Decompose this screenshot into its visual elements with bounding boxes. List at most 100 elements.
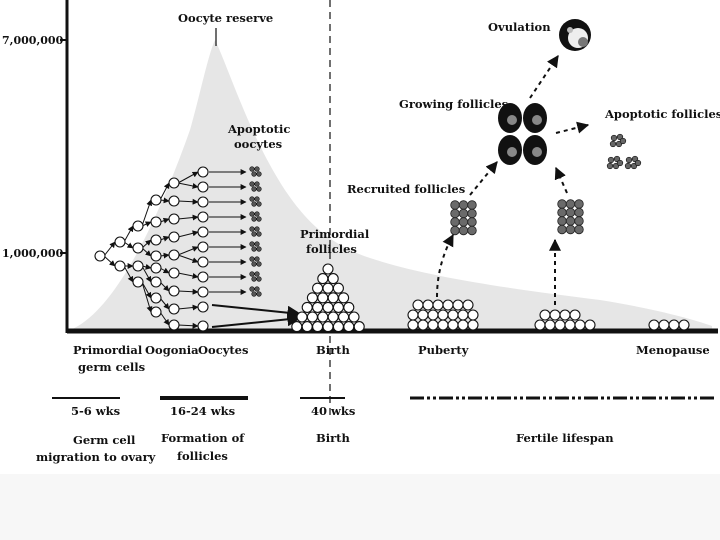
recruited-follicle <box>557 216 567 226</box>
follicle <box>467 319 479 331</box>
germ-cell <box>197 226 209 238</box>
tree-link <box>177 288 199 295</box>
follicle <box>569 309 581 321</box>
event-germ-cell-migration-1: Germ cell <box>73 433 136 447</box>
primordial-follicle <box>312 301 324 313</box>
germ-cell <box>150 276 162 288</box>
primordial-follicle <box>327 273 339 285</box>
recruited-follicles-group <box>557 199 584 235</box>
primordial-follicle <box>317 292 329 304</box>
recruited-follicle <box>458 200 469 210</box>
germ-cell <box>168 285 180 297</box>
follicle <box>584 319 596 331</box>
tree-link <box>177 304 199 311</box>
follicle <box>539 309 551 321</box>
follicle <box>407 319 419 331</box>
growing-to-ovulation-arrow <box>529 55 559 99</box>
primordial-follicle <box>338 292 350 304</box>
primordial-follicle <box>353 321 365 333</box>
apoptotic-follicles-label: Apoptotic follicles <box>604 107 720 121</box>
germ-cell <box>197 256 209 268</box>
stage-primordial-germ-cells-1: Primordial <box>73 343 143 357</box>
follicle <box>447 319 459 331</box>
germ-cell <box>168 267 180 279</box>
y-tick-1000000: 1,000,000 <box>2 247 64 260</box>
oocyte-to-follicle-arrow-1 <box>211 304 302 320</box>
germ-cell <box>132 220 144 232</box>
follicle <box>564 319 576 331</box>
germ-cell <box>197 181 209 193</box>
germ-cell <box>132 276 144 288</box>
primordial-follicle <box>317 311 329 323</box>
recruited-follicle <box>565 207 576 218</box>
primordial-follicle <box>306 292 318 304</box>
germ-cell <box>150 292 162 304</box>
germ-cell <box>168 319 180 331</box>
timeline-5-6-wks: 5-6 wks <box>71 404 120 418</box>
primordial-follicle <box>322 282 334 294</box>
tree-link <box>177 254 199 264</box>
tree-link <box>141 247 152 257</box>
tree-link <box>141 199 153 227</box>
primordial-follicle <box>332 301 344 313</box>
follicle <box>437 319 449 331</box>
oocyte-reserve-curve <box>70 40 712 330</box>
recruited-follicle <box>565 224 576 235</box>
recruited-follicle <box>467 217 477 227</box>
follicle <box>442 299 454 311</box>
event-formation-1: Formation of <box>161 431 245 445</box>
recruited-follicle <box>467 225 477 236</box>
germ-cell <box>197 211 209 223</box>
primordial-follicle <box>306 311 318 323</box>
primordial-follicle <box>291 321 303 333</box>
primordial-follicle <box>348 311 360 323</box>
tree-link <box>141 265 152 283</box>
apoptotic-oocyte-cluster <box>209 166 262 297</box>
primordial-follicle <box>312 282 324 294</box>
apoptotic-oocyte <box>249 196 262 207</box>
primordial-follicle <box>343 321 355 333</box>
tree-link <box>103 241 116 257</box>
germ-cell <box>197 301 209 313</box>
germ-cell <box>114 236 126 248</box>
follicle <box>678 319 690 331</box>
event-formation-2: follicles <box>177 449 228 463</box>
growing-to-apoptotic-arrow <box>555 121 590 134</box>
growing-follicles-label: Growing follicles <box>399 97 508 111</box>
recruited-to-growing-arrow-2 <box>554 166 568 194</box>
follicle <box>549 309 561 321</box>
apoptotic-oocyte <box>249 181 262 192</box>
apoptotic-oocytes-label-2: oocytes <box>234 137 282 151</box>
follicle <box>447 309 459 321</box>
germ-cell <box>150 250 162 262</box>
timeline-40-wks: 40 wks <box>311 404 355 418</box>
follicle <box>452 299 464 311</box>
germ-cell <box>197 196 209 208</box>
tree-link <box>141 281 153 313</box>
recruited-follicle <box>557 224 567 235</box>
event-birth: Birth <box>316 431 350 445</box>
recruited-follicle <box>450 217 460 227</box>
germ-cell <box>114 260 126 272</box>
follicle <box>437 309 449 321</box>
germ-cell <box>150 306 162 318</box>
follicle <box>412 299 424 311</box>
ovulation-label: Ovulation <box>488 20 551 34</box>
stage-birth: Birth <box>316 343 350 357</box>
germ-cell <box>168 249 180 261</box>
recruited-follicle <box>574 199 584 209</box>
primordial-follicle <box>343 301 355 313</box>
primordial-follicle <box>301 321 313 333</box>
growing-follicle <box>523 103 547 133</box>
follicle <box>457 309 469 321</box>
tree-link <box>177 322 199 329</box>
germ-cell <box>132 260 144 272</box>
follicle <box>554 319 566 331</box>
primordial-follicle <box>312 321 324 333</box>
recruited-follicle <box>467 208 477 219</box>
tree-link <box>159 267 170 274</box>
primordial-follicle <box>317 273 329 285</box>
follicle <box>427 319 439 331</box>
tree-link <box>123 225 134 243</box>
primordial-follicle <box>322 301 334 313</box>
